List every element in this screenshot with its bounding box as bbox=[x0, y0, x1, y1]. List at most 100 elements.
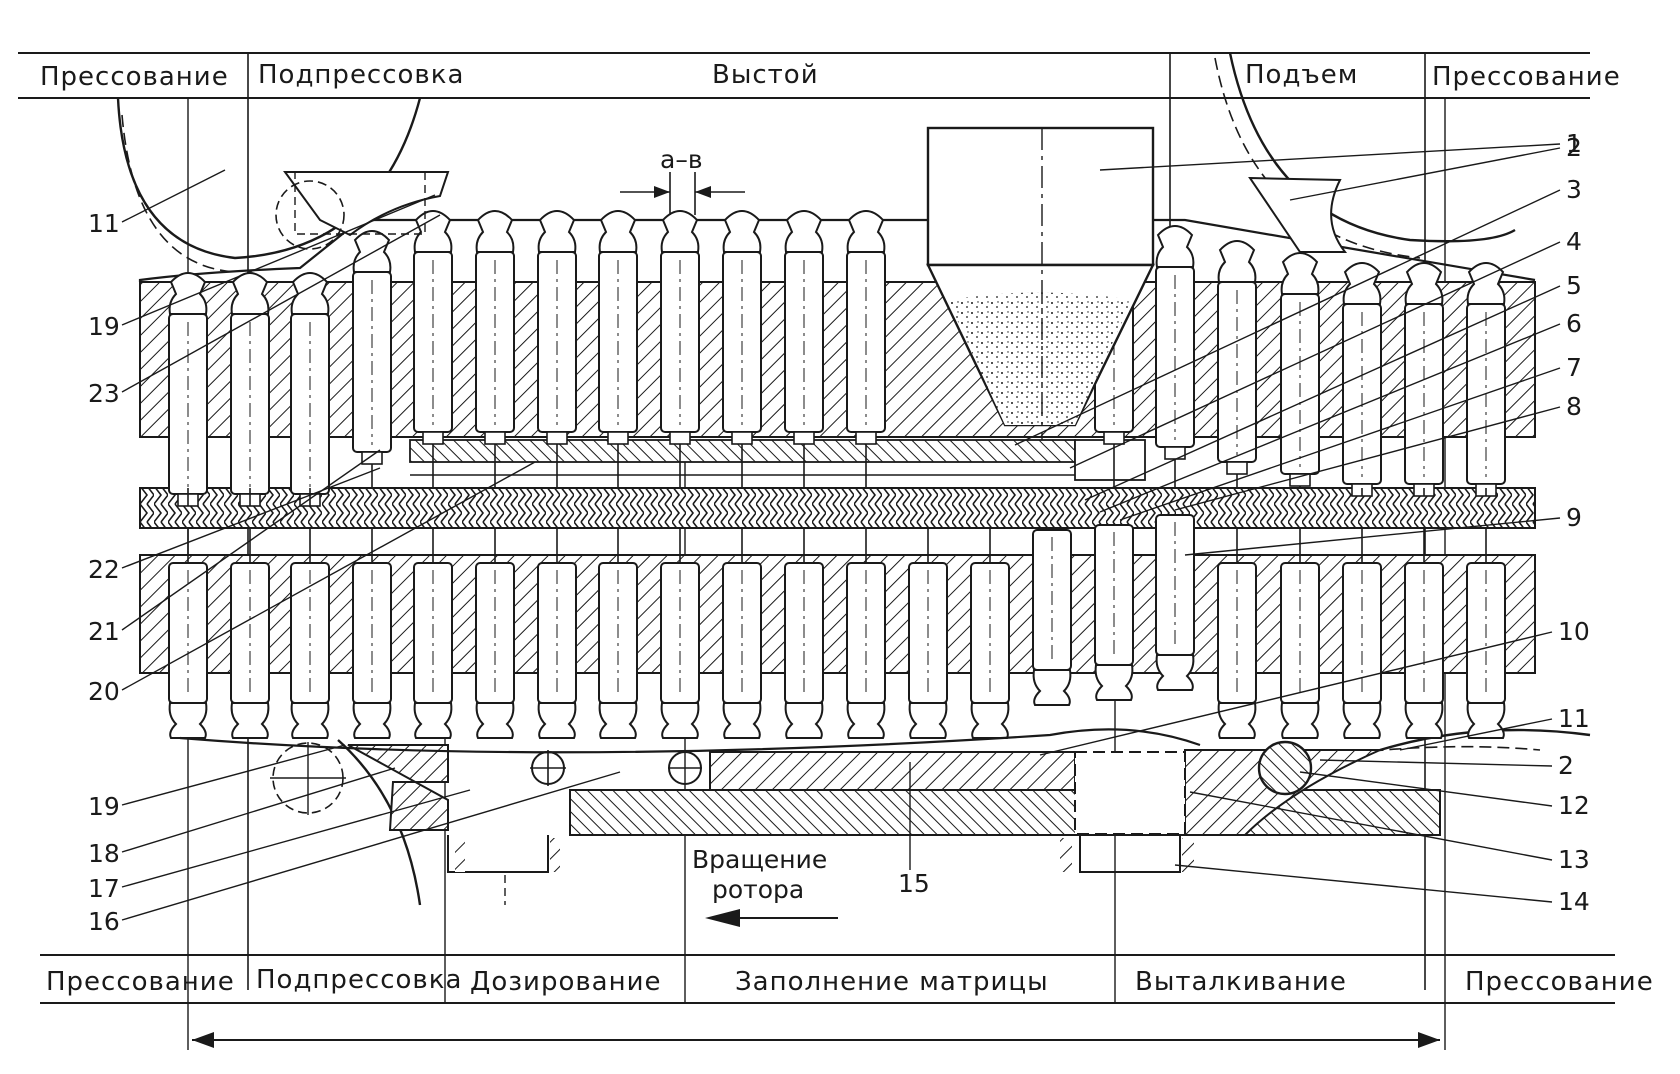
lower-punch bbox=[908, 528, 948, 739]
callout-right-5: 5 bbox=[1566, 271, 1582, 300]
lower-punch bbox=[1404, 528, 1444, 739]
upper-punch bbox=[352, 230, 392, 488]
bottom-stage-5: Выталкивание bbox=[1135, 967, 1347, 997]
callout-right-11: 11 bbox=[1558, 704, 1590, 733]
bottom-stage-2: Подпрессовка bbox=[256, 965, 462, 995]
lower-punch bbox=[1094, 524, 1134, 701]
upper-punch bbox=[413, 210, 453, 488]
upper-punch bbox=[230, 272, 270, 507]
callout-right-9: 9 bbox=[1566, 503, 1582, 532]
upper-punch bbox=[1155, 225, 1195, 488]
lower-punch bbox=[1217, 528, 1257, 739]
top-stage-band: Прессование Подпрессовка Выстой Подъем П… bbox=[18, 52, 1621, 990]
lower-punches bbox=[168, 514, 1506, 739]
upper-punch-guide bbox=[139, 281, 1536, 438]
bottom-stage-band: Прессование Подпрессовка Дозирование Зап… bbox=[40, 98, 1654, 1050]
lower-punch bbox=[598, 528, 638, 739]
die-table bbox=[139, 487, 1536, 529]
lower-cam-assembly bbox=[179, 728, 1441, 905]
callout-left-3: 23 bbox=[88, 379, 120, 408]
callout-right-8: 8 bbox=[1566, 392, 1582, 421]
lift-cam-wedge-upper bbox=[283, 171, 450, 237]
lower-punch bbox=[846, 528, 886, 739]
callout-left-7: 19 bbox=[88, 792, 120, 821]
lower-punch bbox=[413, 528, 453, 739]
callout-left-2: 19 bbox=[88, 312, 120, 341]
gap-label: а–в bbox=[660, 145, 703, 174]
lift-cam-wedge-right bbox=[1248, 176, 1348, 253]
pre-press-roller bbox=[275, 180, 345, 250]
lower-punch bbox=[537, 528, 577, 739]
top-stage-2: Подпрессовка bbox=[258, 60, 464, 90]
callout-right-3: 3 bbox=[1566, 175, 1582, 204]
top-stage-5: Прессование bbox=[1432, 62, 1621, 92]
top-stage-1: Прессование bbox=[40, 62, 229, 92]
cycle-dimension-arrow bbox=[192, 1032, 1440, 1048]
lower-punch bbox=[290, 528, 330, 739]
callout-right-4: 4 bbox=[1566, 227, 1582, 256]
lower-punch bbox=[1280, 528, 1320, 739]
bottom-stage-3: Дозирование bbox=[470, 967, 662, 997]
callout-right-7: 7 bbox=[1566, 353, 1582, 382]
lower-punch bbox=[1342, 528, 1382, 739]
lower-punch bbox=[168, 528, 208, 739]
upper-punch bbox=[1466, 262, 1506, 497]
lower-punch bbox=[970, 528, 1010, 739]
lower-punch bbox=[475, 528, 515, 739]
callout-left-1: 11 bbox=[88, 209, 120, 238]
callout-right-2: 2 bbox=[1566, 133, 1582, 162]
powder-hopper bbox=[926, 126, 1155, 440]
part-15-label: 15 bbox=[898, 869, 930, 898]
rotation-indicator: Вращение ротора bbox=[692, 845, 838, 927]
lower-punch-guide bbox=[139, 554, 1536, 674]
upper-punch bbox=[784, 210, 824, 488]
upper-punch bbox=[537, 210, 577, 488]
lower-punch bbox=[352, 528, 392, 739]
feed-frame bbox=[409, 439, 1146, 481]
upper-punch bbox=[1342, 262, 1382, 497]
callout-right-15: 14 bbox=[1558, 887, 1590, 916]
bottom-stage-6: Прессование bbox=[1465, 967, 1654, 997]
upper-punch bbox=[1280, 252, 1320, 488]
upper-punch bbox=[722, 210, 762, 488]
rotation-caption-line-1: Вращение bbox=[692, 845, 827, 874]
lower-punch bbox=[230, 528, 270, 739]
top-stage-3: Выстой bbox=[712, 60, 819, 90]
callout-right-14: 13 bbox=[1558, 845, 1590, 874]
upper-pressure-roller-right bbox=[1214, 52, 1516, 259]
upper-punches bbox=[168, 210, 1506, 507]
callout-left-5: 21 bbox=[88, 617, 120, 646]
lower-punch bbox=[660, 528, 700, 739]
lower-punch bbox=[1032, 528, 1072, 706]
upper-punch bbox=[1217, 240, 1257, 488]
lower-punch bbox=[1155, 514, 1195, 691]
punch-gap-dimension: а–в bbox=[620, 145, 745, 215]
callout-left-9: 17 bbox=[88, 874, 120, 903]
callout-left-6: 20 bbox=[88, 677, 120, 706]
callout-right-12: 2 bbox=[1558, 751, 1574, 780]
top-stage-4: Подъем bbox=[1245, 60, 1358, 90]
upper-punch bbox=[168, 272, 208, 507]
upper-punch bbox=[1404, 262, 1444, 497]
lower-punch bbox=[784, 528, 824, 739]
upper-punch bbox=[290, 272, 330, 507]
callout-left-8: 18 bbox=[88, 839, 120, 868]
upper-punch bbox=[598, 210, 638, 488]
pre-press-roller-box bbox=[294, 171, 426, 235]
callout-right-6: 6 bbox=[1566, 309, 1582, 338]
lower-punch bbox=[1466, 528, 1506, 739]
callout-right-1: 1 bbox=[1566, 129, 1582, 158]
upper-punch bbox=[660, 210, 700, 488]
callout-left-4: 22 bbox=[88, 555, 120, 584]
bottom-stage-4: Заполнение матрицы bbox=[735, 967, 1049, 997]
upper-punch bbox=[475, 210, 515, 488]
bottom-stage-1: Прессование bbox=[46, 967, 235, 997]
callout-right-13: 12 bbox=[1558, 791, 1590, 820]
upper-punch bbox=[846, 210, 886, 488]
lower-punch bbox=[722, 528, 762, 739]
callout-left-10: 16 bbox=[88, 907, 120, 936]
callout-right-10: 10 bbox=[1558, 617, 1590, 646]
rotation-caption-line-2: ротора bbox=[712, 875, 804, 904]
